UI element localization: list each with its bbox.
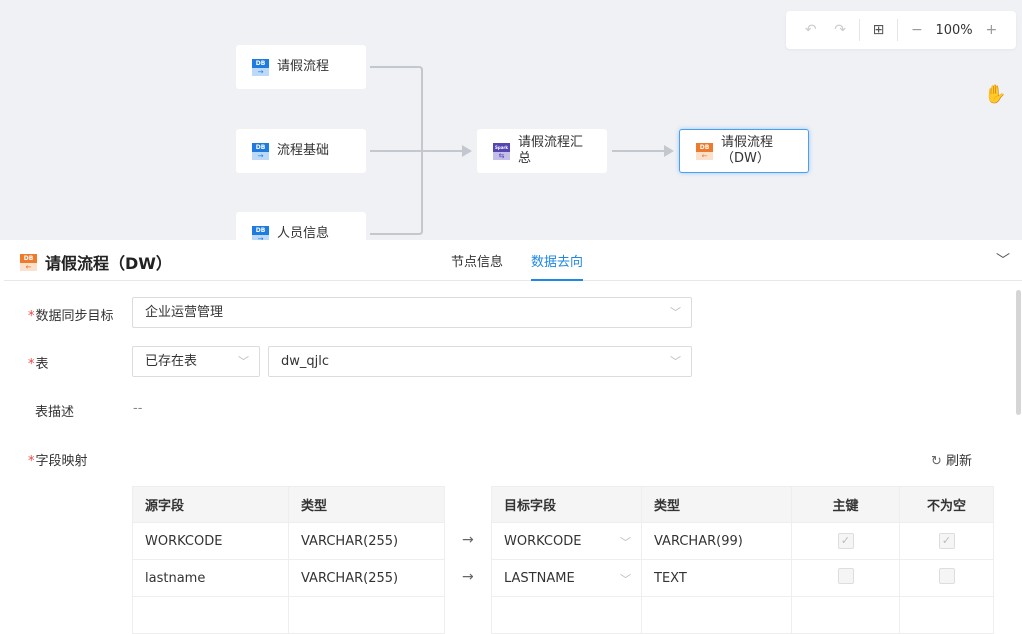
hand-cursor-icon: ✋ [984, 84, 1007, 105]
mapping-arrow-icon: → [462, 569, 474, 585]
panel-header: DB← 请假流程（DW） 节点信息 数据去向 ﹀ [4, 240, 1022, 281]
target-select[interactable]: 企业运营管理﹀ [132, 297, 692, 328]
table-label: *表 [28, 357, 49, 372]
target-field-table: 目标字段类型主键不为空 WORKCODE﹀ VARCHAR(99) ✓ ✓ LA… [491, 486, 994, 634]
flow-node-source[interactable]: DB→ 请假流程 [236, 45, 366, 89]
db-source-icon: DB→ [252, 58, 269, 76]
db-source-icon: DB→ [252, 142, 269, 160]
not-null-checkbox[interactable]: ✓ [938, 533, 955, 549]
table-row [132, 596, 445, 634]
flow-node-target[interactable]: DB← 请假流程（DW） [679, 129, 809, 173]
arrow-head [462, 145, 472, 157]
arrow-head [664, 145, 674, 157]
zoom-out-icon[interactable]: − [910, 22, 923, 38]
mapping-arrow-icon: → [462, 532, 474, 548]
primary-key-checkbox[interactable]: ✓ [837, 533, 854, 549]
flow-canvas[interactable]: DB→ 请假流程 DB→ 流程基础 DB→ 人员信息 Spark⇆ 请假流程汇总… [0, 0, 1022, 240]
db-target-icon: DB← [696, 142, 713, 160]
target-field-select[interactable]: WORKCODE﹀ [491, 522, 642, 560]
target-label: *数据同步目标 [28, 309, 114, 324]
not-null-checkbox[interactable] [938, 568, 955, 584]
flow-node-spark[interactable]: Spark⇆ 请假流程汇总 [477, 129, 607, 173]
table-row: LASTNAME﹀ TEXT [491, 559, 994, 597]
db-target-icon: DB← [20, 253, 37, 271]
refresh-icon: ↻ [931, 454, 942, 469]
redo-icon[interactable]: ↷ [834, 22, 846, 38]
refresh-button[interactable]: ↻ 刷新 [931, 454, 973, 469]
flow-node-source[interactable]: DB→ 人员信息 [236, 212, 366, 240]
canvas-toolbar: ↶ ↷ ⊞ − 100% + [786, 11, 1016, 49]
table-row [491, 596, 994, 634]
column-header: 类型 [641, 486, 792, 523]
column-header: 不为空 [899, 486, 994, 523]
flow-node-source[interactable]: DB→ 流程基础 [236, 129, 366, 173]
chevron-down-icon: ﹀ [238, 355, 249, 368]
collapse-chevron-icon[interactable]: ﹀ [996, 253, 1010, 269]
table-row: WORKCODE﹀ VARCHAR(99) ✓ ✓ [491, 522, 994, 560]
chevron-down-icon: ﹀ [670, 355, 681, 368]
column-header: 主键 [791, 486, 900, 523]
zoom-level: 100% [935, 22, 973, 38]
scrollbar[interactable] [1016, 290, 1021, 415]
table-select[interactable]: dw_qjlc﹀ [268, 346, 692, 377]
primary-key-checkbox[interactable] [837, 568, 854, 584]
divider [897, 19, 899, 41]
undo-icon[interactable]: ↶ [804, 22, 817, 38]
chevron-down-icon: ﹀ [620, 535, 631, 549]
mapping-label: *字段映射 [28, 454, 88, 469]
table-mode-select[interactable]: 已存在表﹀ [132, 346, 260, 377]
tab-node-info[interactable]: 节点信息 [451, 255, 504, 270]
divider [858, 19, 860, 41]
column-header: 源字段 [132, 486, 289, 523]
panel-title: DB← 请假流程（DW） [20, 250, 172, 274]
chevron-down-icon: ﹀ [670, 306, 681, 319]
desc-label: 表描述 [35, 405, 75, 420]
column-header: 类型 [288, 486, 445, 523]
zoom-in-icon[interactable]: + [985, 22, 998, 38]
column-header: 目标字段 [491, 486, 642, 523]
tab-data-destination[interactable]: 数据去向 [531, 251, 584, 281]
target-field-select[interactable]: LASTNAME﹀ [491, 559, 642, 597]
chevron-down-icon: ﹀ [620, 572, 631, 586]
flow-edges [370, 66, 674, 235]
desc-value: -- [133, 401, 143, 416]
db-source-icon: DB→ [252, 225, 269, 240]
node-detail-panel: DB← 请假流程（DW） 节点信息 数据去向 ﹀ *数据同步目标 企业运营管理﹀… [4, 240, 1022, 634]
spark-icon: Spark⇆ [493, 142, 510, 160]
fit-view-icon[interactable]: ⊞ [872, 22, 885, 38]
